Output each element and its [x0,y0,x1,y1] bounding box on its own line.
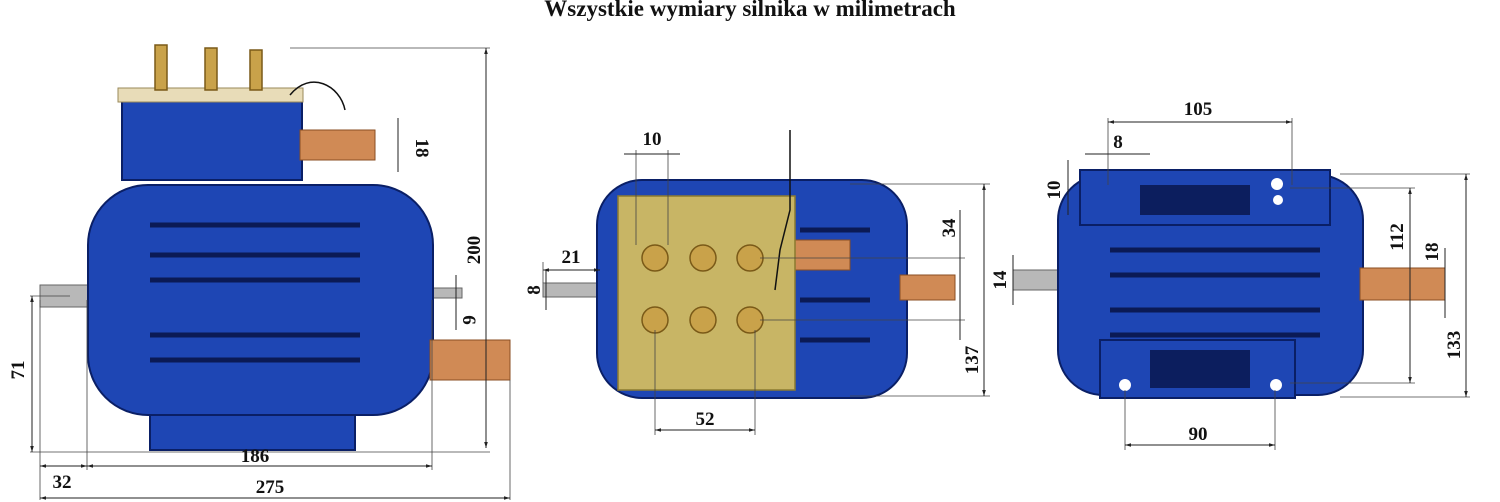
terminal-box [121,91,303,181]
shaft [1012,269,1064,291]
dim-shaft-height: 71 [8,361,29,380]
dim-height-total: 200 [464,236,485,265]
dim-nut-spacing-vertical: 34 [939,218,960,238]
terminal-nuts [641,244,764,334]
dim-nut-width: 10 [643,129,662,150]
dim-shaft-diameter: 8 [524,285,545,295]
dim-total-length: 275 [256,477,285,498]
motor-front-view [39,44,511,451]
dim-hole-diameter: 8 [1113,132,1123,153]
dim-pipe-diameter: 18 [411,139,432,158]
cable-gland-pipe [794,239,851,271]
dim-shaft-diameter: 14 [990,270,1011,290]
cable-pipe [1359,267,1446,301]
motor-body [87,184,434,416]
dim-mount-long: 105 [1184,99,1213,120]
dim-body-width: 133 [1444,331,1465,360]
cable-pipe [429,339,511,381]
top-dimensions: 10 21 8 34 137 52 [524,129,990,435]
shaft [542,282,604,298]
dim-shaft-right: 6 [458,315,479,325]
dim-nut-spacing-horizontal: 52 [696,409,715,430]
terminal-bolt [249,49,263,91]
motor-bottom-view [1012,169,1446,399]
motor-top-view [542,130,956,399]
dim-shaft-length: 21 [562,247,581,268]
dim-pipe-diameter: 18 [1422,243,1443,262]
front-dimensions: 200 18 6 71 186 32 275 [8,47,511,500]
dim-body-width: 137 [962,345,983,374]
terminal-bolt [154,44,168,91]
bottom-dimensions: 105 8 10 14 112 18 133 90 [990,99,1470,450]
dim-body-length: 186 [241,446,270,467]
dim-foot-thickness: 10 [1044,181,1065,200]
page-title: Wszystkie wymiary silnika w milimetrach [544,0,956,21]
terminal-bolt [204,47,218,91]
dim-mount-short: 112 [1387,223,1408,250]
terminal-plate [617,195,796,391]
dim-foot-hole-spacing: 90 [1189,424,1208,445]
cable-pipe [899,274,956,301]
cable-gland-pipe [299,129,376,161]
dim-shaft-length: 32 [53,472,72,493]
